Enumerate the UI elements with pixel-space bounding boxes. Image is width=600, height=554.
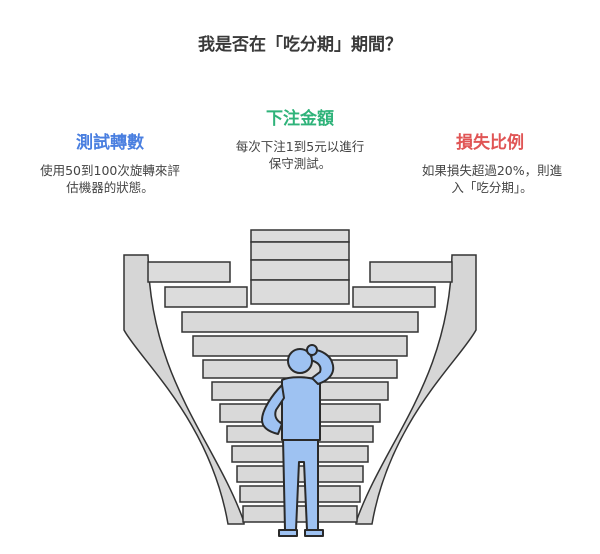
section-desc-bet-amount: 每次下注1到5元以進行 保守測試。 xyxy=(210,138,390,172)
person-right-arm xyxy=(309,349,335,385)
person-torso xyxy=(281,376,321,441)
person-head xyxy=(287,348,313,374)
page-title: 我是否在「吃分期」期間？ xyxy=(198,35,402,55)
section-desc-line: 保守測試。 xyxy=(268,156,332,171)
person-left-arm xyxy=(261,384,285,435)
right-upper-steps xyxy=(352,261,453,308)
center-stairs xyxy=(181,311,419,523)
person-hand xyxy=(306,344,318,356)
section-title-bet-amount: 下注金額 xyxy=(266,109,334,129)
section-desc-line: 入「吃分期」。 xyxy=(451,180,533,195)
section-desc-loss-ratio: 如果損失超過20%，則進 入「吃分期」。 xyxy=(402,162,582,196)
section-desc-test-spins: 使用50到100次旋轉來評 估機器的狀態。 xyxy=(20,162,200,196)
section-desc-line: 使用50到100次旋轉來評 xyxy=(40,163,180,178)
left-upper-steps xyxy=(147,261,248,308)
section-desc-line: 如果損失超過20%，則進 xyxy=(421,163,563,178)
section-desc-line: 每次下注1到5元以進行 xyxy=(235,139,365,154)
center-tower xyxy=(250,229,350,305)
section-desc-line: 估機器的狀態。 xyxy=(66,180,154,195)
section-title-loss-ratio: 損失比例 xyxy=(456,133,524,153)
section-title-test-spins: 測試轉數 xyxy=(76,133,144,153)
person-figure xyxy=(261,344,335,537)
